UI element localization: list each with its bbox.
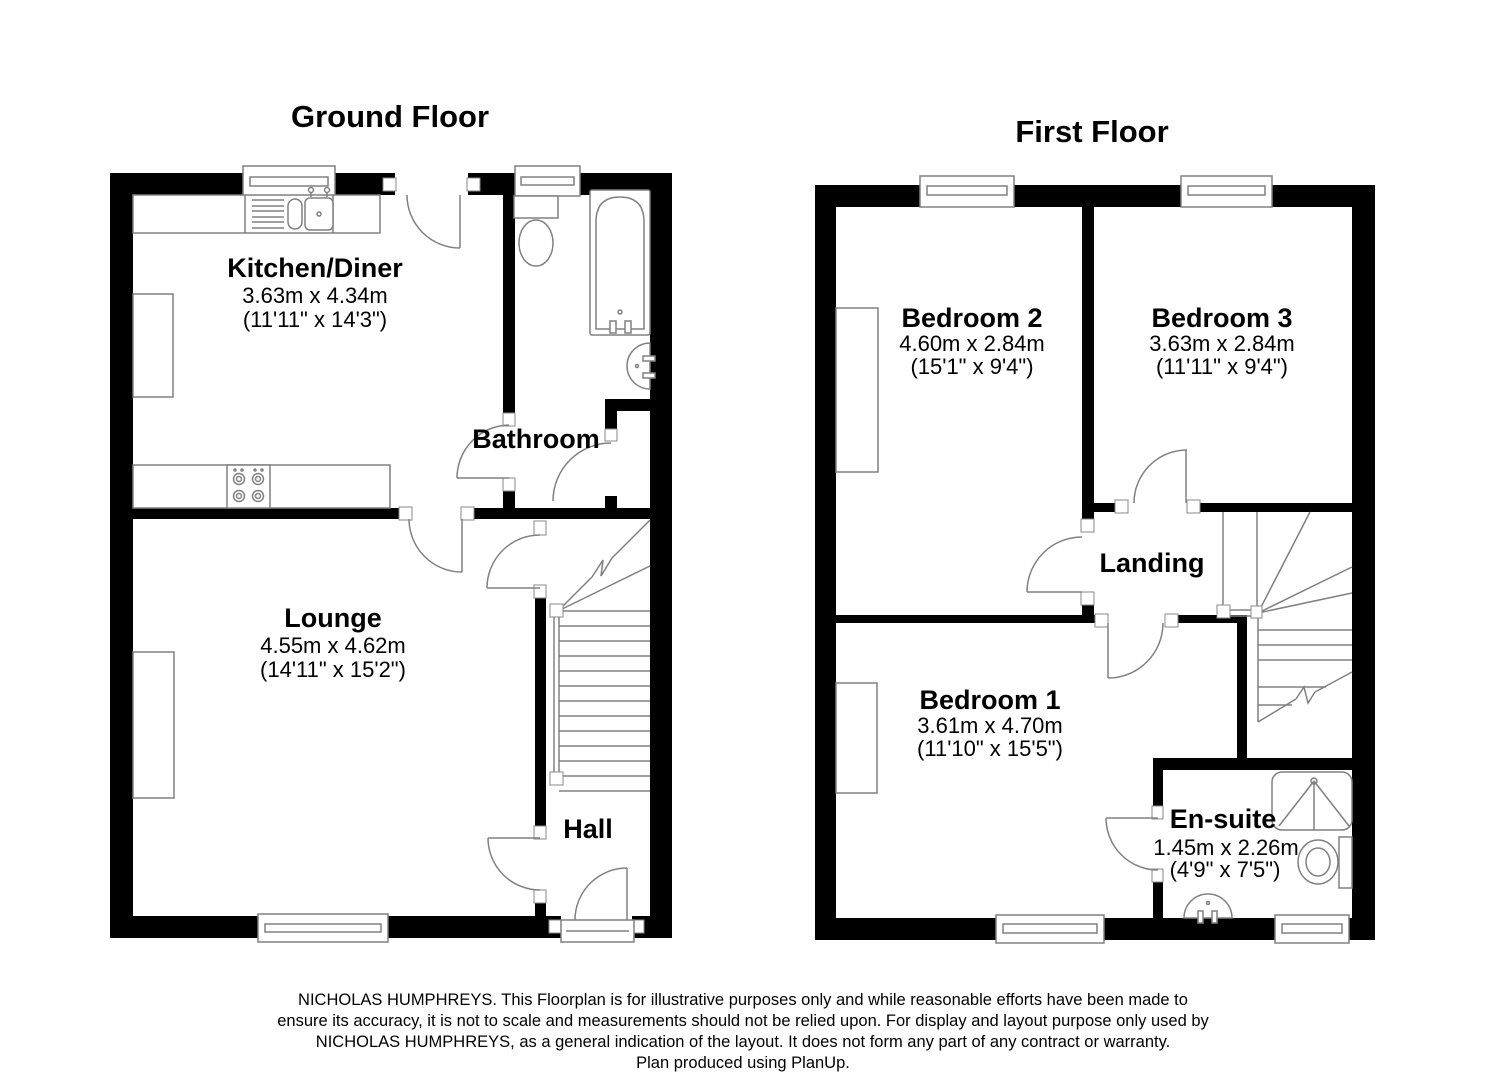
lounge-name: Lounge: [284, 603, 381, 633]
room-label-ensuite: En-suite 1.45m x 2.26m (4'9" x 7'5"): [1153, 804, 1299, 882]
disclaimer-line-1: NICHOLAS HUMPHREYS. This Floorplan is fo…: [298, 991, 1188, 1009]
bedroom1-name: Bedroom 1: [919, 685, 1060, 715]
cupboard-door-symbol: [552, 442, 612, 502]
bedroom3-name: Bedroom 3: [1151, 303, 1292, 333]
bathroom-sink-symbol: [626, 342, 656, 390]
kitchen-window-symbol: [242, 165, 336, 197]
front-door-threshold: [560, 919, 635, 943]
hall-lower-door-symbol: [487, 837, 541, 891]
first-floor-plan: First Floor: [815, 114, 1375, 944]
bedroom1-door-symbol: [1107, 622, 1164, 679]
ensuite-toilet-symbol: [1297, 836, 1353, 889]
kitchen-lounge-door-symbol: [408, 518, 463, 573]
room-label-kitchen-diner: Kitchen/Diner 3.63m x 4.34m (11'11" x 14…: [227, 253, 403, 332]
bedroom1-window-symbol: [995, 914, 1105, 944]
bedroom1-size-imperial: (11'10" x 15'5"): [917, 736, 1063, 761]
room-label-bathroom: Bathroom: [472, 424, 600, 454]
hob-counter-symbol: [132, 464, 391, 509]
landing-name: Landing: [1100, 548, 1205, 578]
bedroom1-size-metric: 3.61m x 4.70m: [917, 713, 1063, 738]
bedroom2-window-symbol: [919, 175, 1015, 208]
bedroom2-wardrobe-symbol: [835, 307, 879, 473]
lounge-size-imperial: (14'11" x 15'2"): [260, 657, 406, 682]
hall-name: Hall: [563, 814, 613, 844]
ground-floor-plan: Ground Floor: [110, 99, 672, 943]
bedroom3-size-imperial: (11'11" x 9'4"): [1156, 354, 1288, 379]
first-floor-title: First Floor: [1015, 114, 1168, 149]
front-door-symbol: [574, 867, 628, 921]
disclaimer-line-2: ensure its accuracy, it is not to scale …: [277, 1012, 1209, 1030]
bedroom2-name: Bedroom 2: [901, 303, 1042, 333]
bedroom3-window-symbol: [1180, 175, 1273, 208]
disclaimer-line-3: NICHOLAS HUMPHREYS, as a general indicat…: [316, 1033, 1170, 1051]
ensuite-sink-symbol: [1183, 893, 1233, 924]
kitchen-diner-name: Kitchen/Diner: [227, 253, 403, 283]
kitchen-diner-size-metric: 3.63m x 4.34m: [242, 283, 388, 308]
ensuite-door-symbol: [1105, 817, 1159, 871]
disclaimer-text: NICHOLAS HUMPHREYS. This Floorplan is fo…: [277, 991, 1209, 1072]
ground-floor-door-jambs: [382, 177, 645, 934]
bedroom2-door-symbol: [1026, 536, 1083, 593]
first-staircase-symbol: [1216, 511, 1353, 723]
lounge-furniture-symbol: [132, 651, 175, 799]
bedroom2-size-metric: 4.60m x 2.84m: [899, 331, 1045, 356]
ensuite-size-imperial: (4'9" x 7'5"): [1170, 857, 1281, 882]
bedroom1-wardrobe-symbol: [835, 682, 878, 794]
back-door-symbol: [406, 194, 461, 249]
kitchen-sink-counter-symbol: [132, 186, 381, 234]
bedroom3-door-symbol: [1133, 449, 1188, 504]
lounge-size-metric: 4.55m x 4.62m: [260, 633, 406, 658]
hall-upper-door-symbol: [486, 534, 541, 589]
bathroom-name: Bathroom: [472, 424, 600, 454]
toilet-symbol: [513, 195, 559, 267]
bathroom-window-symbol: [514, 165, 581, 197]
ensuite-size-metric: 1.45m x 2.26m: [1153, 835, 1299, 860]
disclaimer-line-4: Plan produced using PlanUp.: [636, 1054, 850, 1072]
ground-staircase-symbol: [549, 519, 651, 792]
kitchen-diner-size-imperial: (11'11" x 14'3"): [243, 307, 387, 332]
shower-symbol: [1271, 771, 1353, 831]
ensuite-name: En-suite: [1170, 804, 1277, 834]
room-label-bedroom3: Bedroom 3 3.63m x 2.84m (11'11" x 9'4"): [1149, 303, 1295, 379]
bedroom3-size-metric: 3.63m x 2.84m: [1149, 331, 1295, 356]
room-label-bedroom2: Bedroom 2 4.60m x 2.84m (15'1" x 9'4"): [899, 303, 1045, 379]
ensuite-window-symbol: [1274, 914, 1350, 944]
kitchen-worktop-symbol: [132, 293, 174, 398]
lounge-window-symbol: [257, 913, 389, 943]
room-label-bedroom1: Bedroom 1 3.61m x 4.70m (11'10" x 15'5"): [917, 685, 1063, 761]
room-label-hall: Hall: [563, 814, 613, 844]
room-label-lounge: Lounge 4.55m x 4.62m (14'11" x 15'2"): [260, 603, 406, 682]
ground-floor-title: Ground Floor: [291, 99, 489, 134]
bedroom2-size-imperial: (15'1" x 9'4"): [910, 354, 1033, 379]
bathroom-door-symbol: [456, 424, 510, 479]
room-label-landing: Landing: [1100, 548, 1205, 578]
bath-symbol: [589, 189, 651, 336]
first-floor-door-jambs: [1080, 499, 1201, 883]
